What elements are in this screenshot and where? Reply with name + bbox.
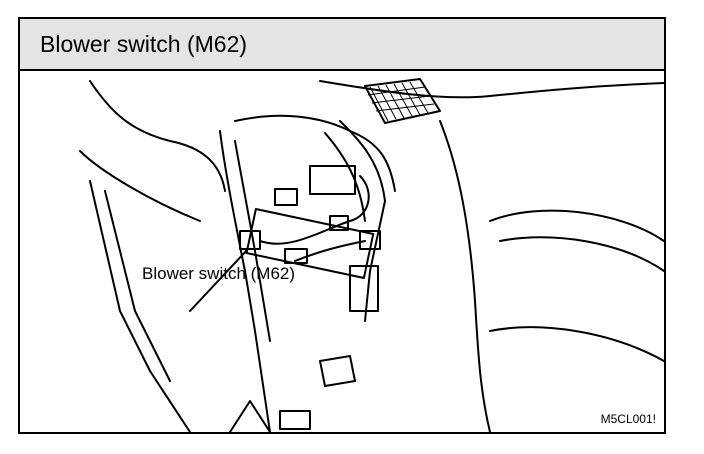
callout-leader-line (189, 248, 249, 312)
connector-plug-4 (359, 230, 381, 250)
wire-harness-2 (294, 240, 366, 262)
figure-code: M5CL001! (600, 412, 656, 426)
dash-vent-outline (364, 78, 441, 124)
lower-connector (349, 265, 379, 312)
console-left-edge (219, 130, 271, 432)
floor-block-2 (319, 355, 356, 387)
steering-column (339, 120, 386, 322)
connector-plug-1 (274, 188, 298, 206)
dashboard-line-drawing (79, 78, 664, 432)
floor-line (229, 400, 271, 432)
figure-title: Blower switch (M62) (40, 31, 248, 57)
right-lower (489, 326, 664, 362)
right-panel-curve (439, 120, 491, 432)
floor-block (279, 410, 311, 430)
figure-frame: Blower switch (M62) (18, 17, 666, 434)
left-lower-panel-2 (104, 190, 171, 382)
left-panel-curve-2 (79, 150, 201, 222)
left-lower-panel (89, 180, 191, 432)
figure-header: Blower switch (M62) (20, 19, 664, 71)
left-panel-curve (89, 80, 226, 192)
console-upper-housing (234, 114, 396, 192)
wire-harness (259, 175, 370, 245)
callout-label: Blower switch (M62) (142, 264, 296, 283)
dash-top-curve (319, 80, 664, 99)
vent-grille (367, 81, 435, 122)
right-bulge (489, 209, 664, 242)
right-bulge-2 (499, 236, 664, 272)
steering-column-2 (324, 132, 366, 222)
connector-plug-5 (329, 215, 349, 231)
switch-connector-body (309, 165, 356, 195)
console-left-edge-2 (234, 140, 271, 342)
